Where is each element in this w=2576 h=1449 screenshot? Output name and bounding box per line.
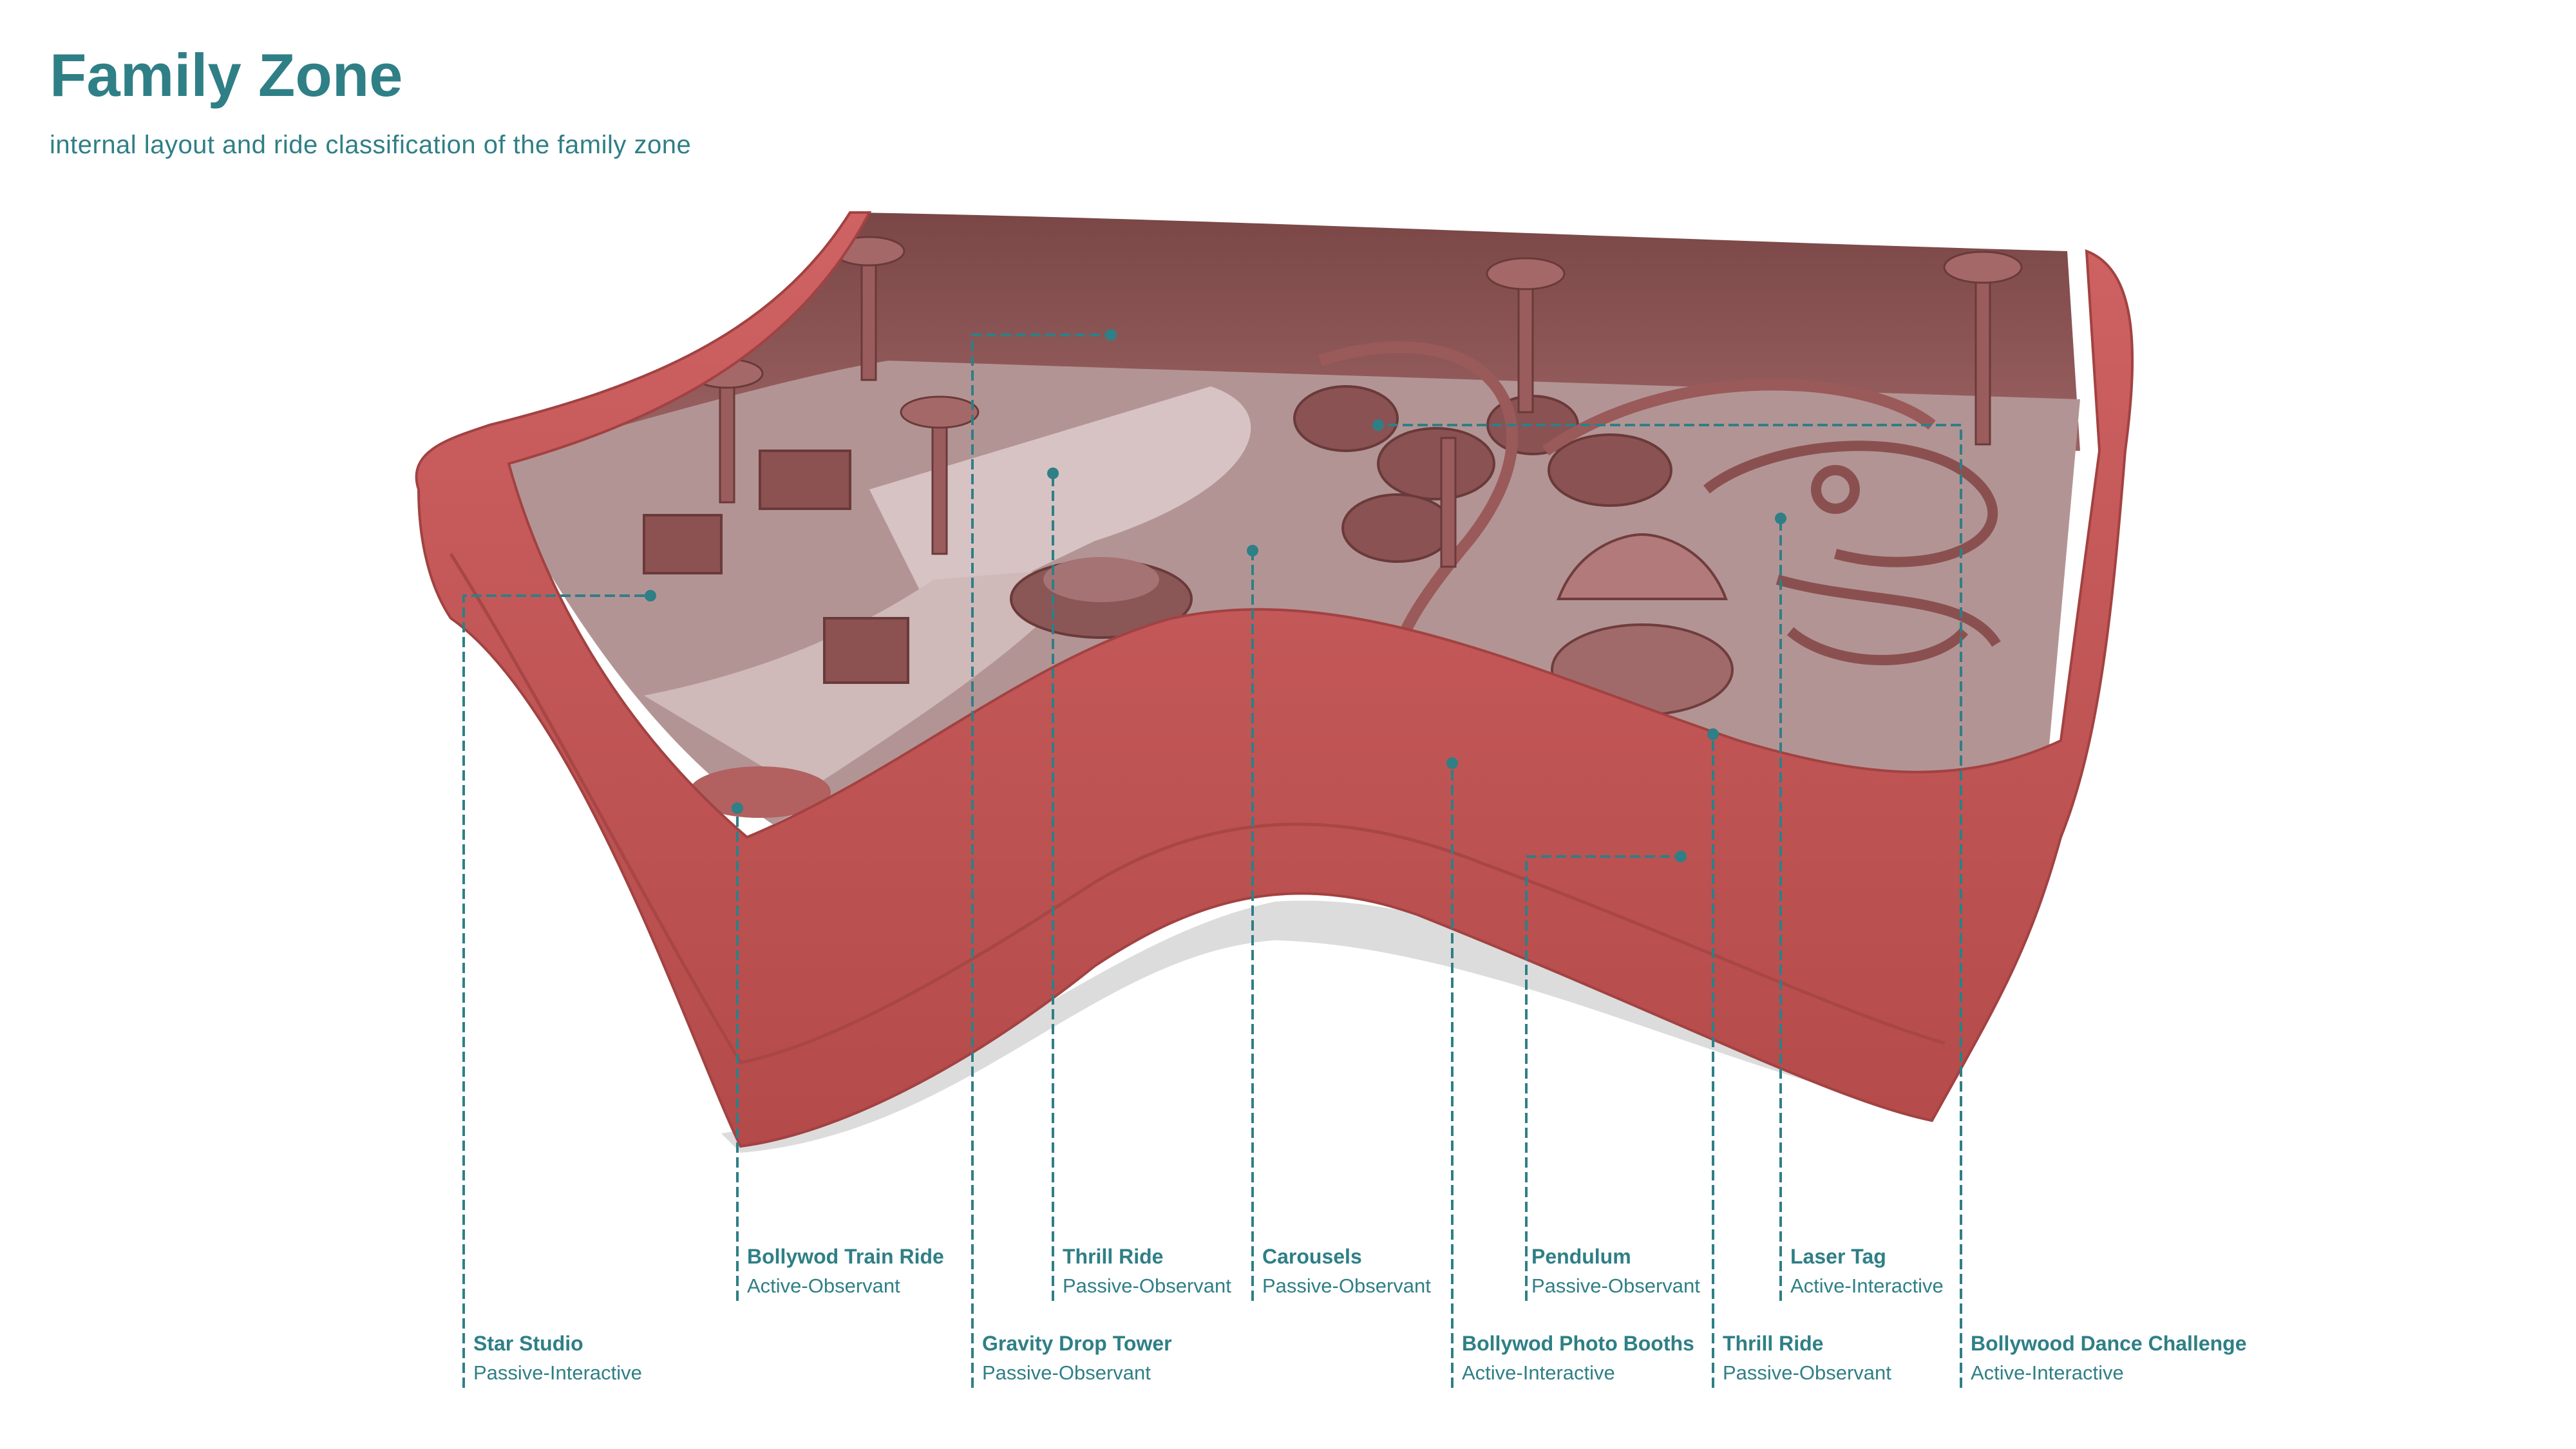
callout-dot-pendulum <box>1675 851 1687 862</box>
train-ride-platform <box>689 766 831 818</box>
callout-dot-laser-tag <box>1775 513 1786 524</box>
callout-classification: Active-Interactive <box>1971 1361 2124 1384</box>
callout-line-star-studio <box>462 594 650 1388</box>
pendulum-canopy <box>1557 533 1728 600</box>
callout-dot-thrill-ride-1 <box>1047 468 1059 479</box>
callout-dot-bollywod-train-ride <box>732 802 743 814</box>
callout-bollywod-train-ride: Bollywod Train Ride Active-Observant <box>747 1246 944 1296</box>
star-studio-rooms <box>643 450 909 684</box>
callout-classification: Passive-Interactive <box>473 1361 642 1384</box>
callout-line-gravity-drop-tower <box>971 334 1111 1388</box>
callout-pendulum: Pendulum Passive-Observant <box>1531 1246 1700 1296</box>
callout-classification: Active-Interactive <box>1790 1274 1944 1297</box>
callout-dot-star-studio <box>645 590 656 601</box>
callout-classification: Passive-Observant <box>1531 1274 1700 1297</box>
callout-line-pendulum <box>1525 855 1681 1301</box>
plaza-floor <box>869 386 1251 618</box>
callout-classification: Active-Interactive <box>1462 1361 1615 1384</box>
callout-dot-thrill-ride-2 <box>1707 728 1719 740</box>
callout-name: Gravity Drop Tower <box>982 1332 1172 1355</box>
ground-shadow <box>721 900 1906 1153</box>
callout-line-bollywood-dance-challenge <box>1378 424 1962 1388</box>
shell-seam <box>449 553 1946 1065</box>
callout-classification: Passive-Observant <box>1723 1361 1891 1384</box>
callout-name: Carousels <box>1262 1245 1362 1268</box>
callout-carousels: Carousels Passive-Observant <box>1262 1246 1431 1296</box>
callout-classification: Passive-Observant <box>1063 1274 1231 1297</box>
page-subtitle: internal layout and ride classification … <box>50 131 692 159</box>
outer-shell <box>415 211 2134 1148</box>
callout-name: Star Studio <box>473 1332 583 1355</box>
callout-bollywod-photo-booths: Bollywod Photo Booths Active-Interactive <box>1462 1333 1694 1383</box>
callout-classification: Passive-Observant <box>1262 1274 1431 1297</box>
callout-name: Thrill Ride <box>1723 1332 1824 1355</box>
callout-thrill-ride-2: Thrill Ride Passive-Observant <box>1723 1333 1891 1383</box>
callout-thrill-ride-1: Thrill Ride Passive-Observant <box>1063 1246 1231 1296</box>
callout-classification: Active-Observant <box>747 1274 900 1297</box>
page-title: Family Zone <box>50 41 403 109</box>
callout-star-studio: Star Studio Passive-Interactive <box>473 1333 642 1383</box>
callout-name: Bollywod Train Ride <box>747 1245 944 1268</box>
thrill-ride-top <box>1043 557 1159 602</box>
tower-caps <box>690 236 2023 429</box>
callout-name: Pendulum <box>1531 1245 1631 1268</box>
callout-laser-tag: Laser Tag Active-Interactive <box>1790 1246 1944 1296</box>
callout-name: Thrill Ride <box>1063 1245 1164 1268</box>
callout-dot-carousels <box>1247 545 1258 556</box>
laser-tag-maze <box>1703 440 2001 665</box>
callout-classification: Passive-Observant <box>982 1361 1151 1384</box>
callout-name: Laser Tag <box>1790 1245 1886 1268</box>
callout-gravity-drop-tower: Gravity Drop Tower Passive-Observant <box>982 1333 1172 1383</box>
umbrella-towers <box>719 250 1991 568</box>
callout-dot-bollywod-photo-booths <box>1446 757 1458 769</box>
callout-dot-gravity-drop-tower <box>1105 329 1117 341</box>
callout-name: Bollywod Photo Booths <box>1462 1332 1694 1355</box>
callout-name: Bollywood Dance Challenge <box>1971 1332 2247 1355</box>
callout-dot-bollywood-dance-challenge <box>1372 419 1384 431</box>
callout-bollywood-dance-challenge: Bollywood Dance Challenge Active-Interac… <box>1971 1333 2247 1383</box>
